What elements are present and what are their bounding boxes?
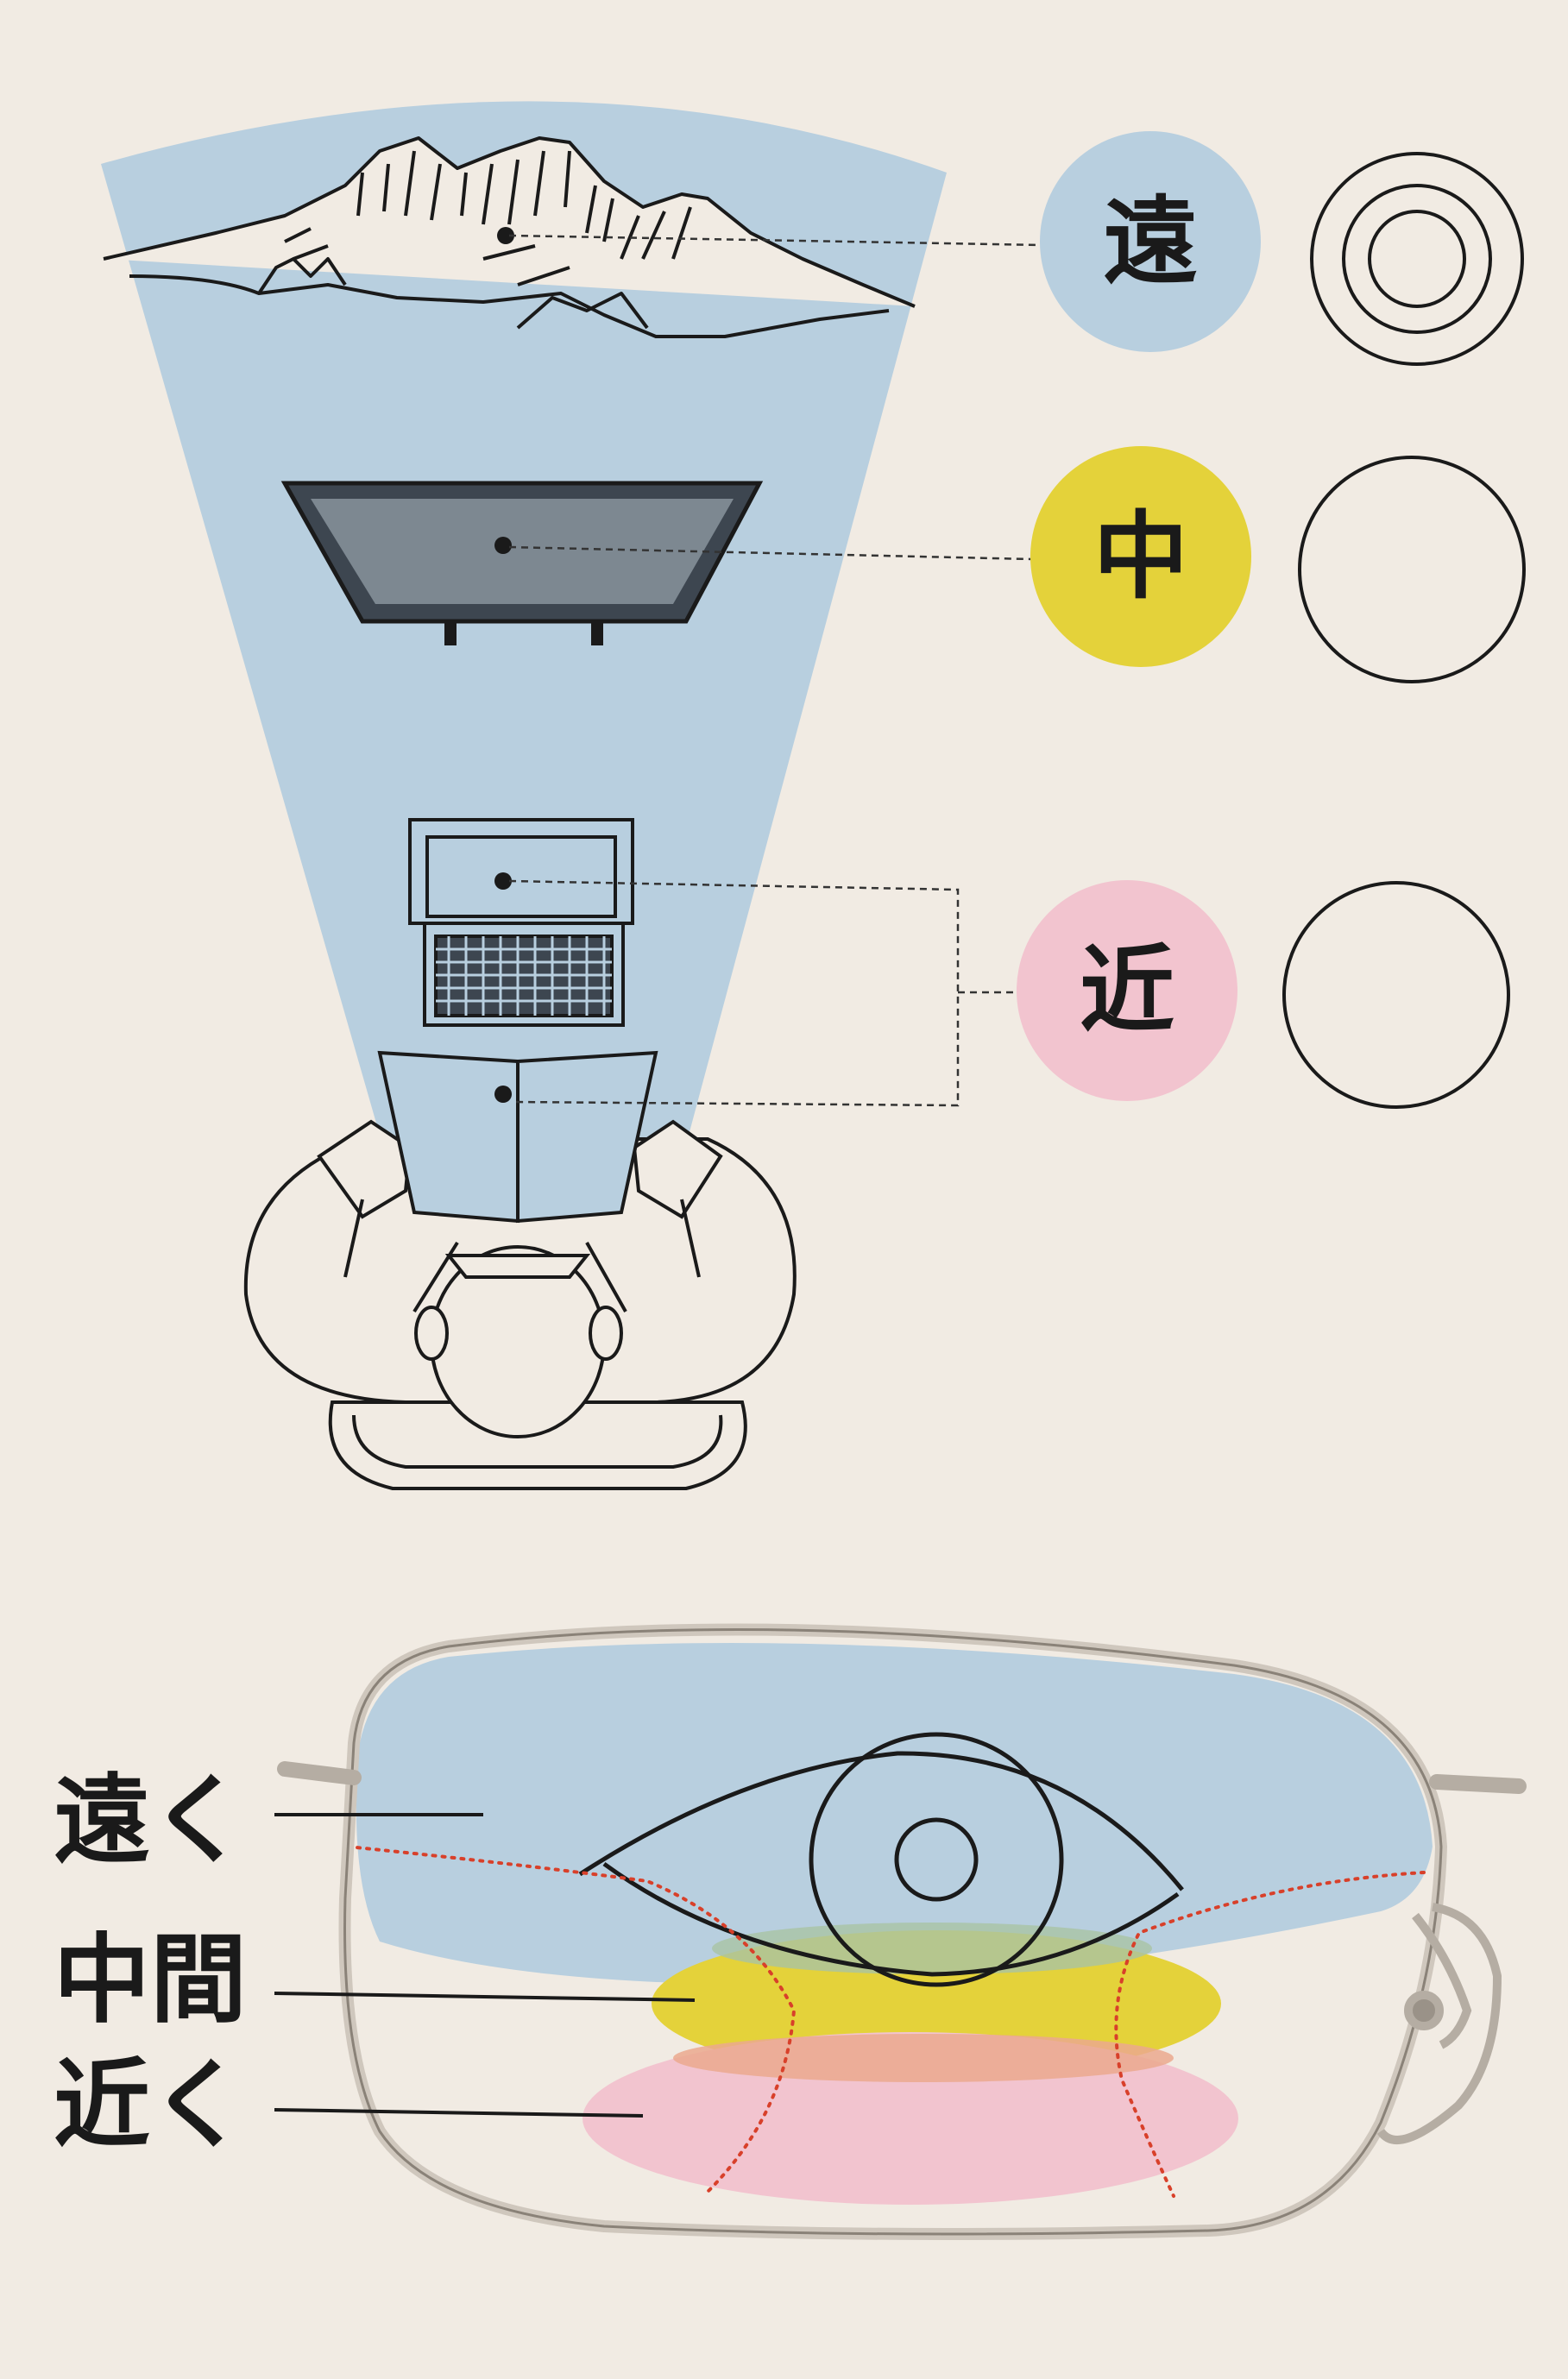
mid-focus-dot [494,537,512,554]
zone-badge-mid: 中 [1030,446,1251,667]
clarity-ring-far [1312,154,1522,364]
zone-badge-mid-label: 中 [1093,501,1188,612]
lens-label-near-text: 近く [54,2049,247,2162]
zone-badge-near-label: 近 [1080,935,1174,1046]
glasses-lens [285,1629,1519,2234]
clarity-ring-near [1284,883,1508,1107]
lens-label-far-text: 遠く [54,1765,247,1877]
clarity-ring-mid [1300,457,1524,682]
laptop-icon [410,820,633,1025]
zone-badge-near: 近 [1017,880,1237,1101]
nose-pad-icon [1381,1907,1497,2140]
zone-badge-far: 遠 [1040,131,1261,352]
lens-label-near: 近く [54,2049,643,2162]
zone-badge-far-label: 遠 [1103,186,1198,297]
near-focus-dot-book [494,1086,512,1103]
book-icon [380,1053,656,1221]
lens-label-mid-text: 中間 [54,1924,247,2036]
